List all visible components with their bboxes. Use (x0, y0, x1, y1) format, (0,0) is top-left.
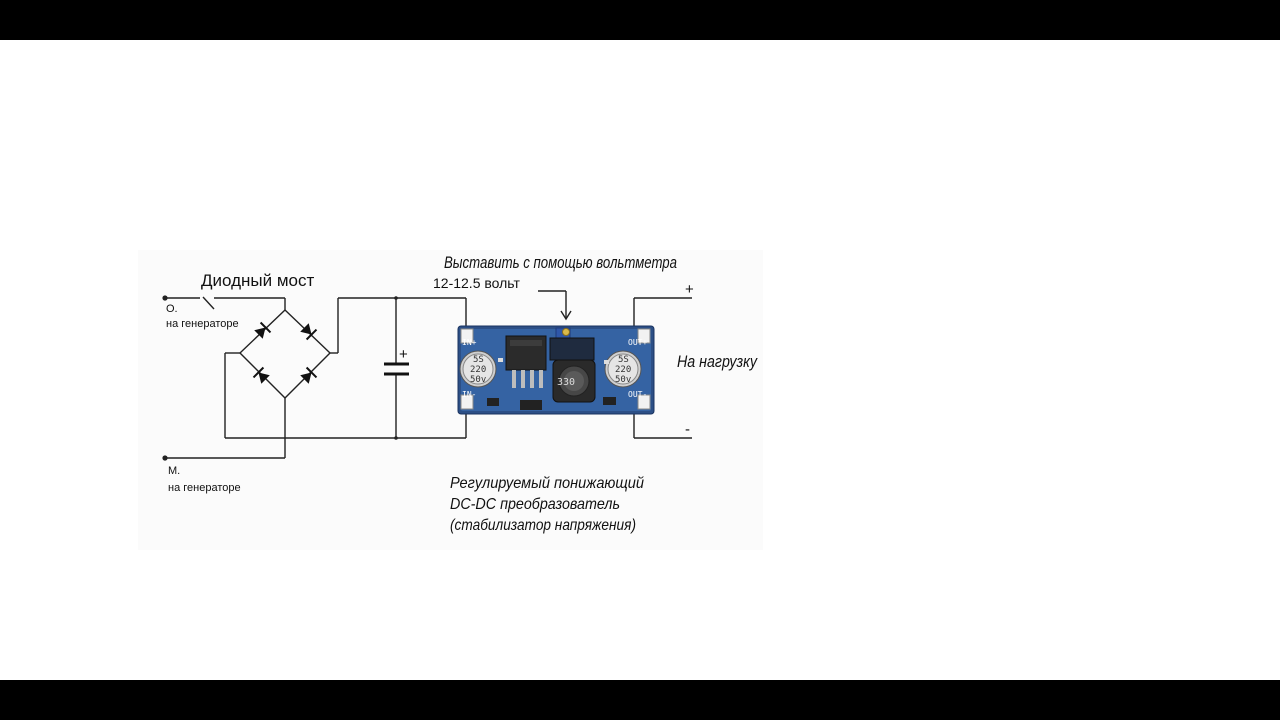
bridge-title: Диодный мост (201, 271, 314, 290)
output-minus: - (685, 421, 690, 438)
smd-part (603, 397, 616, 405)
diode-top-left (254, 321, 272, 339)
set-voltage-line1: Выставить с помощью вольтметра (444, 253, 677, 272)
filter-capacitor (384, 362, 409, 376)
pad-out-minus (637, 394, 651, 410)
gen-o-sublabel: на генераторе (166, 318, 239, 330)
schottky-diode (549, 337, 595, 361)
smd-part (520, 400, 542, 410)
set-voltage-line2: 12-12.5 вольт (433, 275, 521, 291)
letterbox-bottom (0, 680, 1280, 720)
capacitor-plus: + (399, 346, 408, 363)
in-cap-text1: 5S (473, 355, 484, 365)
out-cap-text1: 5S (618, 355, 629, 365)
converter-line1: Регулируемый понижающий (450, 475, 644, 492)
gen-m-sublabel: на генераторе (168, 482, 241, 494)
pad-in-plus (460, 328, 474, 344)
arrow-head (560, 310, 572, 321)
switch-blade (202, 296, 215, 310)
silk-in-minus: IN- (462, 390, 476, 399)
pad-in-minus (460, 394, 474, 410)
junction-plus (394, 296, 398, 300)
pad-out-plus (637, 328, 651, 344)
load-label: На нагрузку (677, 352, 758, 371)
gen-o-label: О. (166, 303, 178, 315)
silk-out-minus: OUT- (628, 390, 647, 399)
diode-top-right (300, 323, 318, 341)
circuit-diagram: IN+ IN- OUT+ OUT- 5S 220 50v 5S 220 50v … (138, 250, 763, 550)
output-plus: + (685, 281, 694, 298)
inductor-text: 330 (557, 377, 575, 388)
terminal-o (162, 295, 168, 301)
gen-m-label: М. (168, 465, 180, 477)
out-cap-text2: 220 (615, 365, 631, 375)
converter-line3: (стабилизатор напряжения) (450, 517, 636, 534)
diagram-canvas: IN+ IN- OUT+ OUT- 5S 220 50v 5S 220 50v … (0, 40, 1280, 680)
in-cap-text3: 50v (470, 375, 486, 385)
junction-minus (394, 436, 398, 440)
out-cap-text3: 50v (615, 375, 631, 385)
silk-out-plus: OUT+ (628, 338, 647, 347)
diagram-background (138, 250, 763, 550)
in-cap-text2: 220 (470, 365, 486, 375)
diode-bottom-left (252, 366, 270, 384)
dcdc-module (457, 325, 655, 415)
letterbox-top (0, 0, 1280, 40)
converter-line2: DC-DC преобразователь (450, 496, 620, 513)
diode-bottom-right (300, 366, 318, 384)
smd-part (487, 398, 499, 406)
silk-in-plus: IN+ (462, 338, 477, 347)
terminal-m (162, 455, 168, 461)
